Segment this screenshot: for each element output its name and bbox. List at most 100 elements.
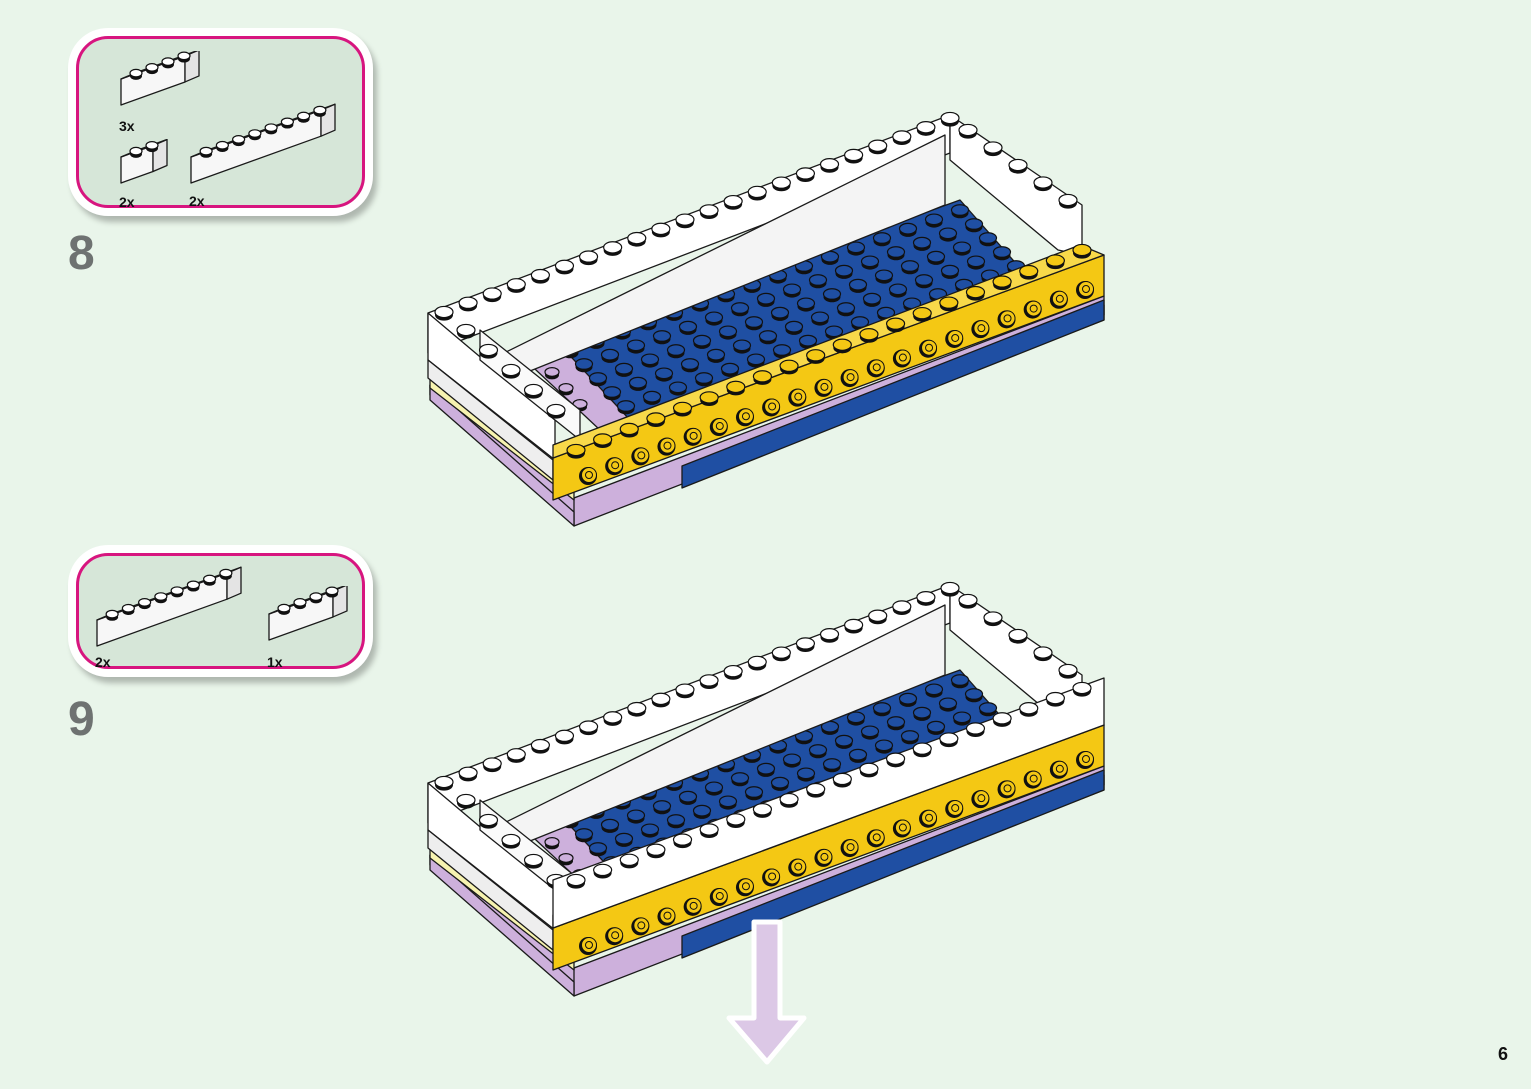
stud [806,782,826,798]
stud [626,339,646,354]
step-8-part-count-2: 2x [119,194,135,210]
stud [161,57,175,69]
stud [912,742,932,758]
stud [938,697,958,712]
step-8-parts-panel: 3x 2x 2x [76,36,365,210]
stud [912,706,932,721]
step-8-part-count-3: 2x [189,193,205,209]
stud [747,655,767,671]
side-stud [971,320,990,339]
stud [822,288,842,303]
stud [978,232,998,247]
stud [544,837,560,850]
stud [886,716,906,731]
stud [646,843,666,859]
stud [992,246,1012,261]
stud [627,231,647,247]
side-stud [709,888,728,907]
blue-stripe [681,299,1105,489]
stud [523,383,544,399]
stud [280,117,294,129]
stud [170,586,184,598]
side-stud [892,349,911,368]
stud [779,792,799,808]
stud [770,776,790,791]
brick-1x6-icon [96,566,242,647]
stud [952,711,972,726]
stud [810,311,830,326]
stud [105,609,119,621]
stud [145,63,159,75]
stud [566,443,586,459]
stud [215,140,229,152]
stud [892,130,912,146]
stud [848,748,868,763]
stud [293,598,307,610]
stud [938,227,958,242]
stud [723,194,743,210]
stud [950,204,970,219]
stud [530,268,550,284]
stud [219,568,233,580]
side-stud [919,809,938,828]
stud [819,628,840,643]
stud [924,683,944,698]
side-stud [1076,751,1094,769]
stud [129,146,143,158]
stud [694,372,714,387]
stud [868,139,888,155]
stud [692,334,712,349]
stud [752,370,773,385]
stud [458,296,478,312]
side-stud [840,839,859,858]
stud [619,853,639,869]
side-stud [866,829,885,848]
stud [588,842,608,857]
stud [574,358,594,373]
stud [652,330,672,345]
stud [482,287,502,303]
stud [846,241,866,256]
stud [756,762,776,777]
brick-1x4-icon [268,586,348,641]
stud [772,344,792,359]
step-9-parts-panel: 2x 1x [76,553,365,670]
stud [574,828,594,843]
stud [678,790,698,805]
side-stud [631,447,650,466]
stud [836,302,856,317]
stud [121,603,135,615]
stud [313,105,327,117]
side-stud [919,339,938,358]
stud [730,302,750,317]
brick-1x4-icon [120,51,200,106]
stud [898,692,918,707]
stud [501,363,521,379]
stud [940,111,960,127]
stud [795,167,816,183]
stud [1008,628,1028,644]
stud [779,359,799,375]
stud [885,317,906,333]
stud [680,358,700,373]
stud [796,767,816,782]
stud [651,222,671,238]
stud [726,380,746,396]
stud [924,213,944,228]
stud [952,241,972,256]
stud [992,712,1012,727]
stud [232,135,246,147]
stud [730,772,750,787]
stud [672,833,693,849]
stud [614,832,634,847]
stud [798,334,818,349]
stud [964,688,984,703]
stud [744,316,764,331]
stud [900,260,920,275]
stud [704,781,724,796]
stud [678,320,698,335]
side-stud [840,369,859,388]
